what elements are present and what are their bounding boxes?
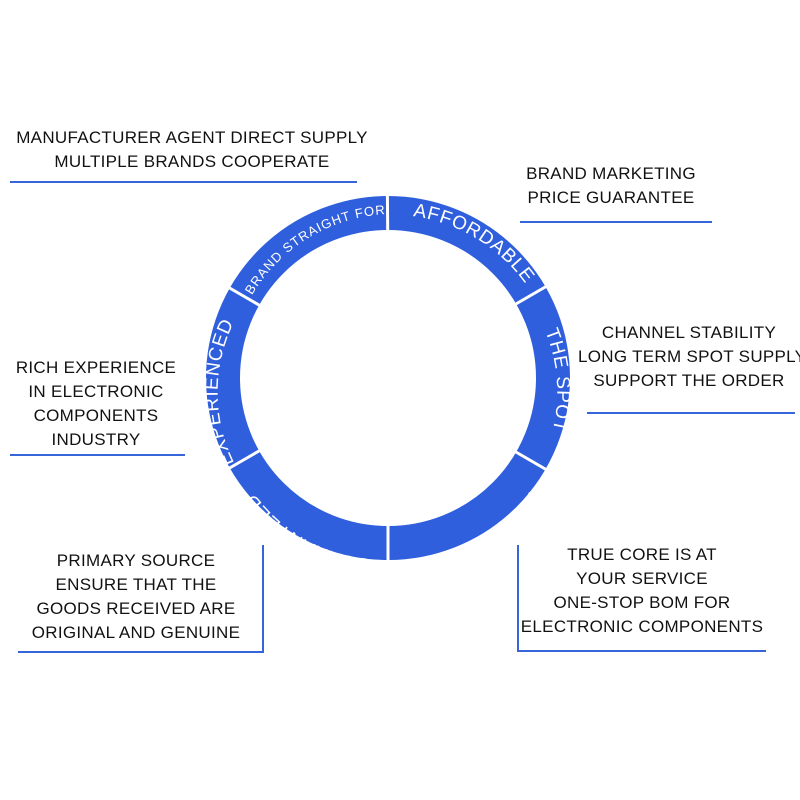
callout-top-right: BRAND MARKETING PRICE GUARANTEE (500, 162, 722, 210)
callout-text: SUPPORT THE ORDER (593, 371, 785, 390)
callout-text: ONE-STOP BOM FOR (553, 593, 731, 612)
callout-bottom-left: PRIMARY SOURCE ENSURE THAT THE GOODS REC… (22, 549, 250, 645)
callout-text: IN ELECTRONIC (28, 382, 164, 401)
callout-text: TRUE CORE IS AT (567, 545, 717, 564)
callout-text: RICH EXPERIENCE (15, 358, 177, 377)
callout-text: COMPONENTS (33, 406, 159, 425)
callout-text: ENSURE THAT THE (55, 575, 217, 594)
callout-bottom-right: TRUE CORE IS AT YOUR SERVICE ONE-STOP BO… (520, 543, 764, 639)
callout-text: ELECTRONIC COMPONENTS (520, 617, 764, 636)
callout-text: MULTIPLE BRANDS COOPERATE (54, 152, 330, 171)
callout-right: CHANNEL STABILITY LONG TERM SPOT SUPPLY … (578, 321, 800, 393)
callout-top-left: MANUFACTURER AGENT DIRECT SUPPLY MULTIPL… (0, 126, 384, 174)
callout-left: RICH EXPERIENCE IN ELECTRONIC COMPONENTS… (10, 356, 182, 452)
callout-text: BRAND MARKETING (526, 164, 696, 183)
callout-line-bottom-left (18, 545, 264, 653)
ring-gap-2 (514, 285, 547, 306)
callout-line-bottom-right (517, 545, 766, 652)
callout-text: LONG TERM SPOT SUPPLY (578, 347, 800, 366)
callout-text: ORIGINAL AND GENUINE (31, 623, 241, 642)
callout-text: PRIMARY SOURCE (56, 551, 216, 570)
callout-text: GOODS RECEIVED ARE (36, 599, 236, 618)
callout-lines (10, 181, 795, 653)
callout-text: CHANNEL STABILITY (601, 323, 777, 342)
callout-text: MANUFACTURER AGENT DIRECT SUPPLY (16, 128, 368, 147)
ring-gap-5 (228, 448, 262, 470)
ring-gap-3 (514, 450, 547, 471)
callout-text: INDUSTRY (51, 430, 141, 449)
ring-gaps (228, 194, 547, 561)
ring-gap-6 (228, 286, 262, 308)
callout-text: YOUR SERVICE (576, 569, 708, 588)
callout-text: PRICE GUARANTEE (527, 188, 695, 207)
